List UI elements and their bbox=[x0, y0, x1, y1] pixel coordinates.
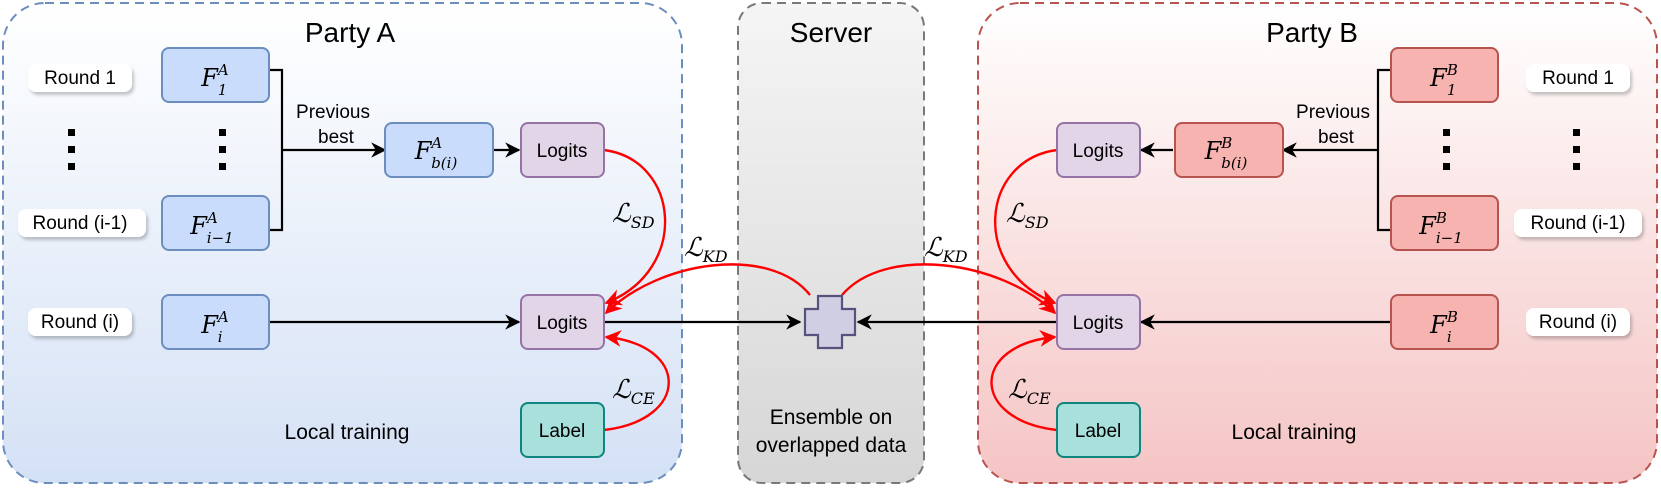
party-b-border bbox=[977, 2, 1658, 484]
party-b-sd-arrow bbox=[993, 148, 1058, 306]
loss-arrows bbox=[603, 148, 1058, 432]
party-a-model-first bbox=[161, 47, 270, 103]
server-panel: Server Ensemble on overlapped data bbox=[737, 2, 925, 484]
party-b-model-first bbox=[1390, 47, 1499, 103]
party-a-round-prev: Round (i-1) bbox=[32, 213, 127, 234]
party-b-model-prev bbox=[1390, 195, 1499, 251]
party-b-loss-sd: ℒSD bbox=[1006, 199, 1049, 232]
server-ensemble-line2: overlapped data bbox=[756, 434, 907, 457]
party-a-loss-kd: ℒKD bbox=[684, 233, 728, 266]
party-b-label-text: Label bbox=[1075, 421, 1122, 442]
party-b-logits-top-label: Logits bbox=[1073, 141, 1124, 162]
server-ensemble-line1: Ensemble on bbox=[770, 406, 893, 429]
party-b-label-box bbox=[1056, 402, 1141, 458]
server-ensemble-plus-icon bbox=[803, 294, 857, 350]
party-b-title: Party B bbox=[1266, 17, 1358, 48]
party-b-logits-main bbox=[1056, 294, 1141, 350]
party-a-model-prev bbox=[161, 195, 270, 251]
flow-arrows bbox=[269, 68, 1391, 330]
party-a-logits-main-label: Logits bbox=[537, 313, 588, 334]
party-b-outputs: Logits Logits Label Local training bbox=[1056, 122, 1357, 458]
party-a-vertical-ellipsis-models bbox=[219, 129, 226, 170]
party-a-kd-arrow bbox=[604, 263, 811, 315]
party-b-vertical-ellipsis-models bbox=[1443, 129, 1450, 170]
party-a-round-first-pill bbox=[28, 64, 132, 92]
party-a-previous-best-line2: best bbox=[318, 127, 355, 148]
party-a-logits-top bbox=[520, 122, 605, 178]
party-a-local-training: Local training bbox=[285, 421, 410, 444]
party-a-model-current bbox=[161, 294, 270, 350]
server-title: Server bbox=[790, 17, 872, 48]
party-a-ce-arrow bbox=[603, 330, 670, 432]
party-a-round-labels: Round 1 Round (i-1) Round (i) bbox=[18, 64, 226, 336]
party-a-round-current-pill bbox=[28, 308, 132, 336]
party-a-round-first: Round 1 bbox=[44, 68, 116, 89]
party-a-round-prev-pill bbox=[18, 209, 146, 237]
party-a-panel: Party A bbox=[2, 2, 683, 484]
party-b-round-first: Round 1 bbox=[1542, 68, 1614, 89]
party-a-loss-sd: ℒSD bbox=[612, 199, 655, 232]
party-b-round-prev-pill bbox=[1514, 209, 1642, 237]
party-b-round-first-pill bbox=[1526, 64, 1630, 92]
party-a-outputs: Logits Logits Label Local training bbox=[285, 122, 605, 458]
party-b-vertical-ellipsis-rounds bbox=[1573, 129, 1580, 170]
party-a-label-box bbox=[520, 402, 605, 458]
party-b-model-current bbox=[1390, 294, 1499, 350]
party-a-sd-arrow bbox=[603, 148, 667, 306]
party-b-local-training: Local training bbox=[1232, 421, 1357, 444]
party-b-ce-arrow bbox=[990, 330, 1058, 432]
party-a-logits-top-label: Logits bbox=[537, 141, 588, 162]
party-b-logits-main-label: Logits bbox=[1073, 313, 1124, 334]
party-b-round-current: Round (i) bbox=[1539, 312, 1617, 333]
party-b-round-labels: Round 1 Round (i-1) Round (i) bbox=[1443, 64, 1642, 336]
party-b-panel: Party B bbox=[977, 2, 1658, 484]
party-b-loss-kd: ℒKD bbox=[924, 233, 968, 266]
party-a-round-current: Round (i) bbox=[41, 312, 119, 333]
party-b-round-prev: Round (i-1) bbox=[1530, 213, 1625, 234]
party-b-previous-best-line2: best bbox=[1318, 127, 1355, 148]
party-a-previous-best-line1: Previous bbox=[296, 102, 370, 123]
party-a-logits-main bbox=[520, 294, 605, 350]
party-a-label-text: Label bbox=[539, 421, 586, 442]
party-b-round-current-pill bbox=[1526, 308, 1630, 336]
party-b-kd-arrow bbox=[841, 263, 1057, 315]
loss-labels: ℒSD ℒCE ℒKD ℒSD ℒCE ℒKD bbox=[612, 199, 1051, 408]
party-b-logits-top bbox=[1056, 122, 1141, 178]
party-b-previous-best-line1: Previous bbox=[1296, 102, 1370, 123]
party-b-model-best bbox=[1174, 122, 1284, 178]
party-a-border bbox=[2, 2, 683, 484]
party-b-loss-ce: ℒCE bbox=[1008, 375, 1051, 408]
party-a-loss-ce: ℒCE bbox=[612, 375, 655, 408]
party-a-vertical-ellipsis-rounds bbox=[68, 129, 75, 170]
server-border bbox=[737, 2, 925, 484]
party-a-title: Party A bbox=[305, 17, 396, 48]
party-a-model-best bbox=[384, 122, 494, 178]
